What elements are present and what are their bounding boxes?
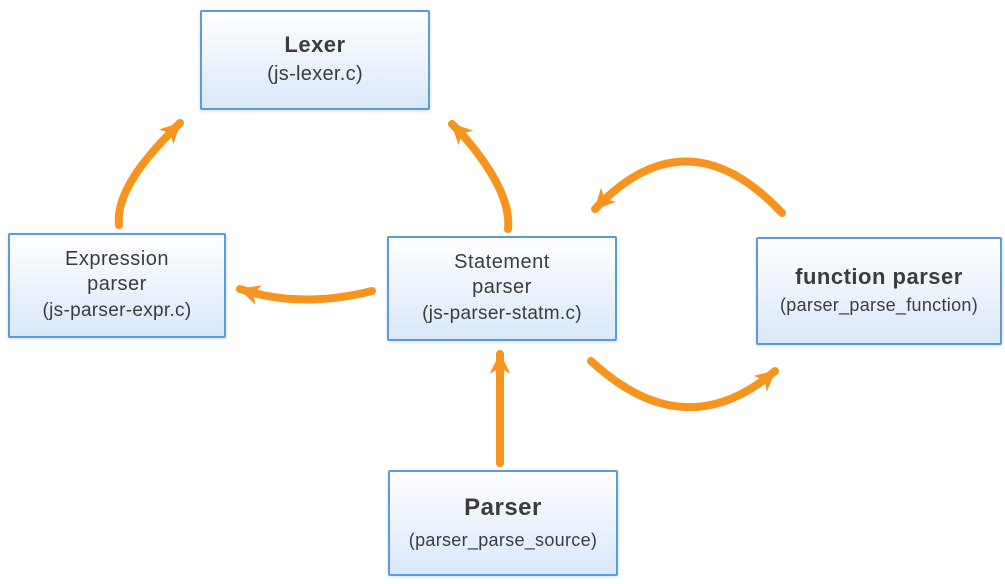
arrow-statement-parser-to-expression-parser [236, 285, 376, 306]
node-statement-parser-title-line1: Statement [454, 251, 550, 274]
node-expression-parser-title-line1: Expression [65, 248, 169, 271]
node-parser-subtitle: (parser_parse_source) [408, 530, 598, 551]
node-parser-title: Parser [464, 494, 542, 522]
arrow-function-parser-to-statement-parser [591, 157, 786, 217]
node-function-parser-title: function parser [795, 264, 963, 290]
node-lexer: Lexer (js-lexer.c) [200, 10, 430, 110]
node-function-parser: function parser (parser_parse_function) [756, 237, 1002, 345]
node-expression-parser: Expression parser (js-parser-expr.c) [8, 233, 226, 338]
node-lexer-subtitle: (js-lexer.c) [267, 62, 363, 85]
node-parser: Parser (parser_parse_source) [388, 470, 618, 576]
node-statement-parser-title-line2: parser [472, 275, 532, 298]
node-expression-parser-subtitle: (js-parser-expr.c) [42, 300, 192, 322]
node-statement-parser-subtitle: (js-parser-statm.c) [422, 303, 582, 325]
node-statement-parser: Statement parser (js-parser-statm.c) [387, 236, 617, 341]
node-function-parser-subtitle: (parser_parse_function) [779, 295, 978, 316]
arrow-statement-parser-to-lexer [448, 120, 513, 233]
arrow-expression-parser-to-lexer [114, 119, 184, 229]
node-expression-parser-title-line2: parser [87, 272, 147, 295]
node-lexer-title: Lexer [284, 32, 346, 58]
arrow-statement-parser-to-function-parser [587, 357, 779, 411]
